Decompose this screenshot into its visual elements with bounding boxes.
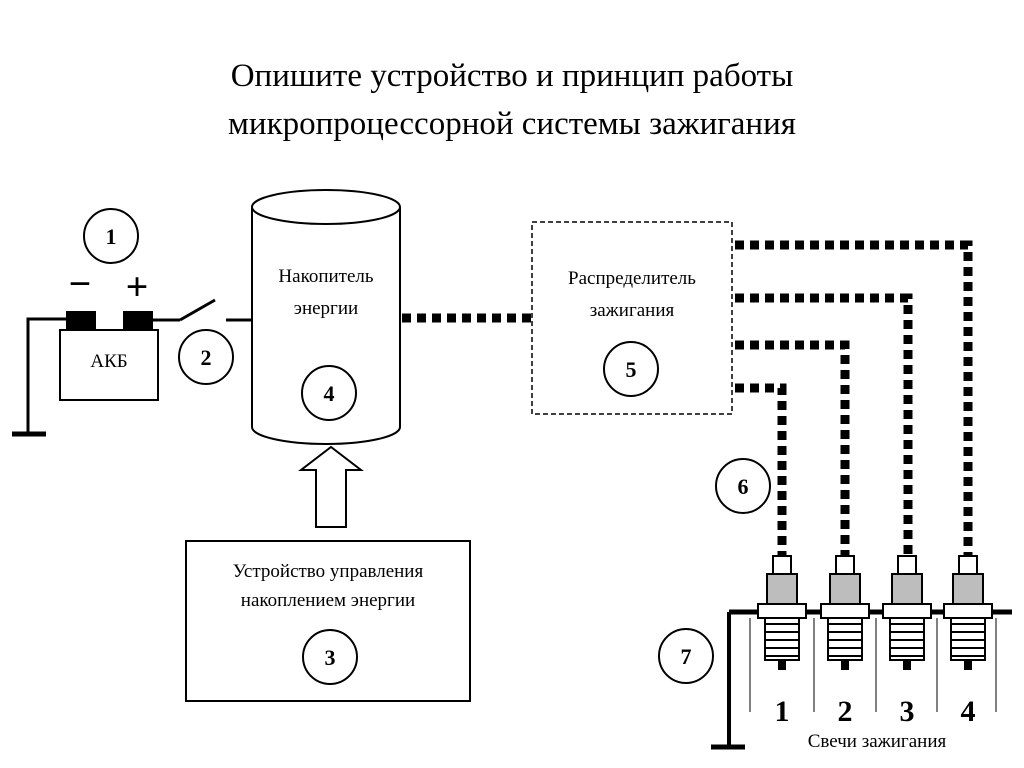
marker-7-circle (658, 628, 714, 684)
marker-3-label: 3 (325, 645, 336, 670)
spark-plug-3 (882, 555, 932, 670)
spark-plug-4-hex (943, 603, 993, 619)
spark-plug-4-terminal (958, 555, 978, 575)
plug-number-2: 2 (838, 695, 853, 728)
marker-2-circle (178, 329, 234, 385)
marker-6-circle (715, 458, 771, 514)
ground-wire (26, 317, 72, 432)
hv-line-plug-4 (735, 240, 973, 556)
spark-plug-2-insulator (829, 573, 861, 605)
spark-plug-1-terminal (772, 555, 792, 575)
spark-plug-1-hex (757, 603, 807, 619)
energy-storage: Накопитель энергии (251, 189, 401, 445)
spark-plug-2-terminal (835, 555, 855, 575)
battery-label: АКБ (90, 351, 127, 372)
marker-4-circle (301, 365, 357, 421)
marker-1-circle (83, 208, 139, 264)
marker-3-circle (302, 629, 358, 685)
spark-plug-4-insulator (952, 573, 984, 605)
plug-number-3: 3 (900, 695, 915, 728)
spark-plug-1 (757, 555, 807, 670)
distributor-label-line-1: Распределитель (568, 268, 696, 289)
hv-line-plug-2 (735, 340, 850, 556)
spark-plugs (757, 555, 993, 670)
cylinder-top (251, 189, 401, 225)
hv-line-plug-3 (735, 293, 913, 556)
plug-number-4: 4 (961, 695, 976, 728)
cylinder-body (251, 207, 401, 445)
spark-plug-4-electrode (964, 660, 972, 670)
spark-plug-3-hex (882, 603, 932, 619)
control-unit-label-line-1: Устройство управления (233, 561, 424, 582)
spark-plug-assembly: 1 2 3 4 Свечи зажигания (711, 555, 1012, 752)
marker-labels: 1 2 3 4 5 6 7 (106, 224, 749, 670)
spark-plug-3-electrode (903, 660, 911, 670)
title-line-1: Опишите устройство и принцип работы (230, 58, 794, 94)
spark-plug-3-terminal (897, 555, 917, 575)
battery-body (59, 329, 159, 401)
hv-line-plug-1 (735, 383, 787, 556)
spark-plug-1-insulator (766, 573, 798, 605)
hv-lines (402, 240, 973, 556)
distributor-label-line-2: зажигания (590, 300, 675, 321)
battery-minus-sign: − (69, 261, 92, 306)
marker-7-label: 7 (681, 644, 692, 669)
storage-label-line-1: Накопитель (278, 266, 373, 287)
control-arrow (298, 445, 364, 528)
title-line-2: микропроцессорной системы зажигания (228, 106, 796, 142)
switch-lever (179, 298, 216, 322)
page-title: Опишите устройство и принцип работы микр… (0, 52, 1024, 148)
spark-plug-3-insulator (891, 573, 923, 605)
storage-label-line-2: энергии (294, 298, 358, 319)
spark-plug-1-electrode (778, 660, 786, 670)
battery-group: АКБ − + (12, 261, 252, 437)
spark-plugs-caption: Свечи зажигания (808, 731, 947, 752)
battery-positive-terminal (123, 311, 153, 331)
marker-5-label: 5 (626, 357, 637, 382)
spark-plug-2 (820, 555, 870, 670)
marker-4-label: 4 (324, 381, 335, 406)
marker-1-label: 1 (106, 224, 117, 249)
battery-negative-terminal (66, 311, 96, 331)
spark-plug-2-electrode (841, 660, 849, 670)
marker-2-label: 2 (201, 345, 212, 370)
control-unit-label-line-2: накоплением энергии (241, 590, 415, 611)
marker-5-circle (603, 341, 659, 397)
marker-6-label: 6 (738, 474, 749, 499)
marker-circles (83, 208, 771, 685)
battery-plus-sign: + (126, 264, 149, 309)
spark-plug-4 (943, 555, 993, 670)
plug-number-1: 1 (775, 695, 790, 728)
spark-plug-2-hex (820, 603, 870, 619)
